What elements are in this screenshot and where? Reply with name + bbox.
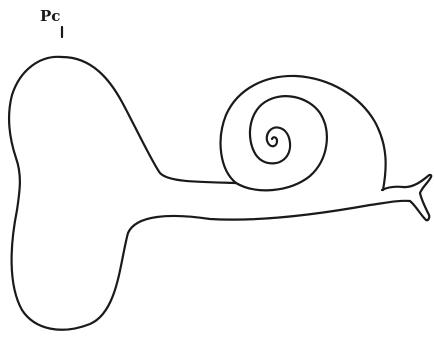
sac-and-duct-outline <box>9 57 431 330</box>
spiral-coil <box>221 76 386 190</box>
pc-label: Pc <box>40 7 60 25</box>
upper-connection-outline <box>62 57 236 183</box>
